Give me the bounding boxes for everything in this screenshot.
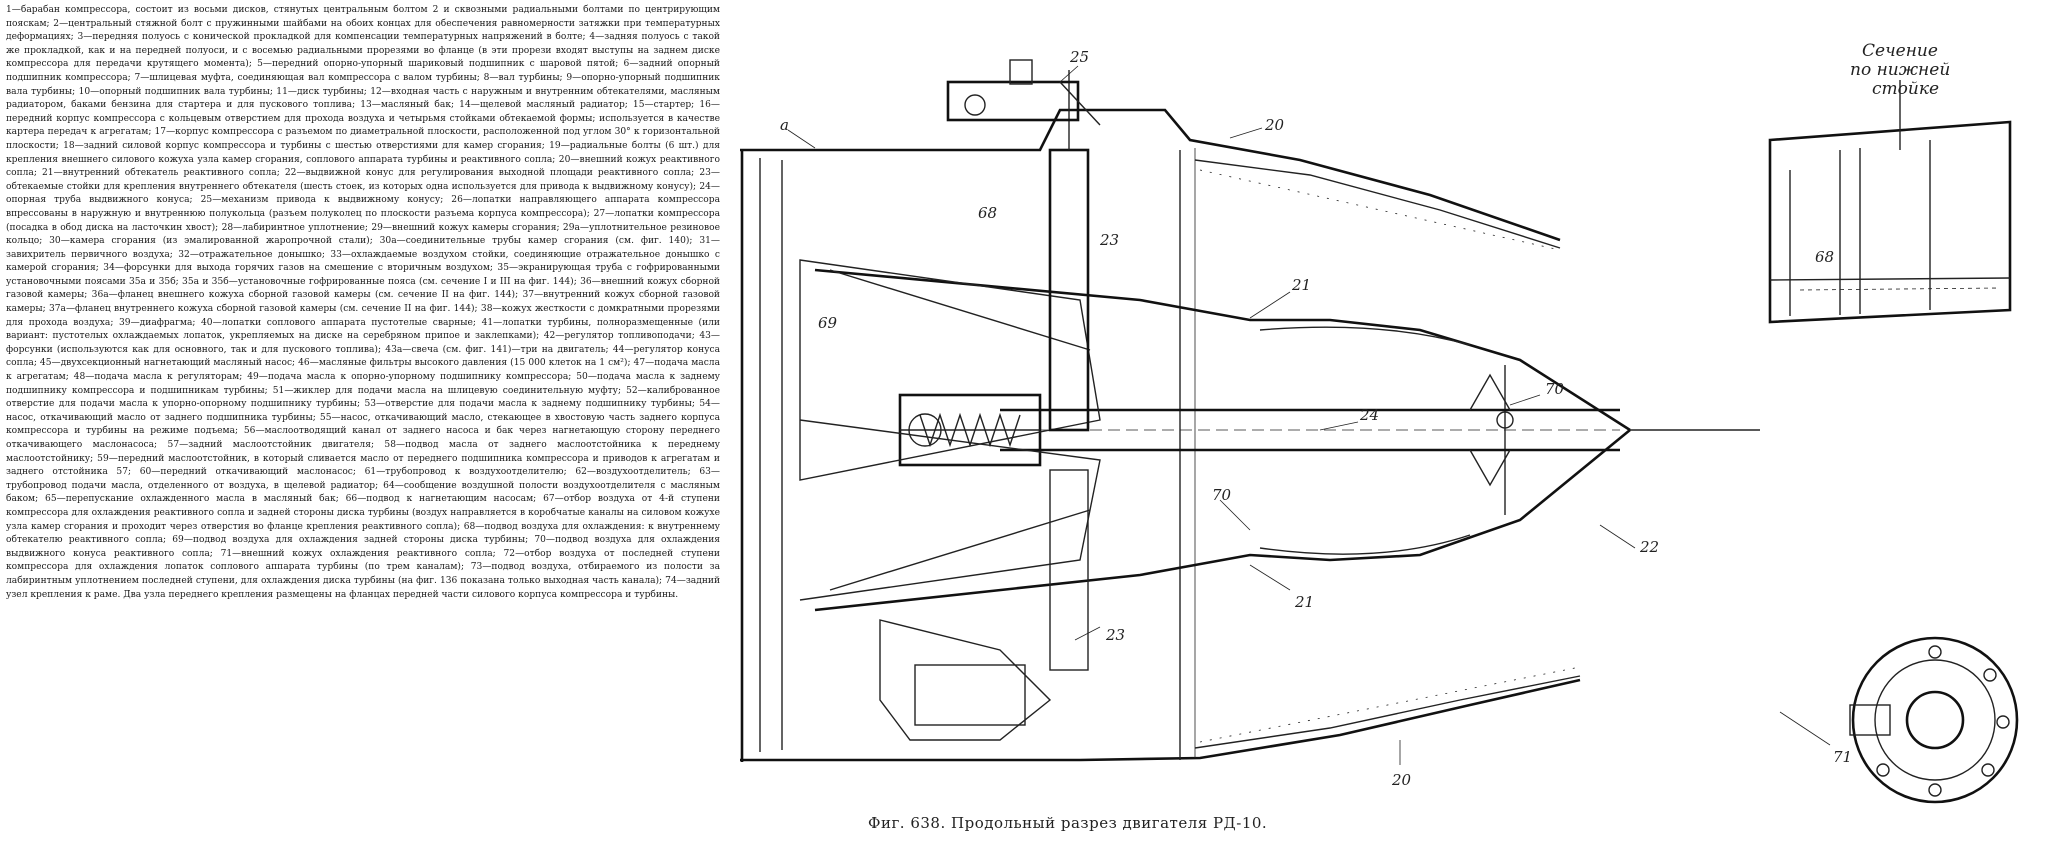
callout-21-bot: 21 [1294,593,1314,611]
callout-a: a [780,116,789,134]
callout-20-top: 20 [1264,116,1285,134]
callout-70-bot: 70 [1212,486,1232,504]
engine-section-drawing: Сечение по нижней стойке a 25 20 68 23 2… [740,41,2019,832]
leader-lines [787,65,1831,765]
callout-22: 22 [1639,538,1659,556]
turbine-shaft [898,393,1042,467]
callout-23-bot: 23 [1105,626,1125,644]
drive-mechanism [946,59,1101,126]
svg-text:Сечение: Сечение [1862,41,1938,61]
outer-casing [740,108,1581,762]
section-inset [1768,80,2012,324]
callout-68-section: 68 [1815,248,1834,266]
callout-69: 69 [818,314,838,332]
svg-text:стойке: стойке [1872,79,1939,99]
flange-bolts [1876,645,2010,797]
section-title: Сечение по нижней стойке [1850,41,1950,99]
callout-71: 71 [1833,748,1852,766]
rivet-row-top [1199,169,1561,251]
shaft-spring [919,412,1021,448]
figure-caption: Фиг. 638. Продольный разрез двигателя РД… [868,814,1267,832]
lower-mount [879,619,1052,741]
flange-detail [1849,636,2019,804]
combustion-chamber [799,259,1101,601]
inner-fairing [814,268,1760,612]
rivet-row-bottom [1199,667,1576,743]
legend-text: 1—барабан компрессора, состоит из восьми… [6,5,720,600]
cone-support-tube [1000,408,1620,452]
callout-25: 25 [1069,48,1089,66]
strut-top [1048,70,1090,432]
strut-bottom [1049,469,1089,671]
cone-brackets [1469,373,1511,487]
callout-23-top: 23 [1099,231,1119,249]
svg-text:по нижней: по нижней [1850,60,1950,80]
callout-21-top: 21 [1291,276,1311,294]
callout-70-top: 70 [1545,380,1565,398]
callout-68-main: 68 [978,204,997,222]
callout-20-bot: 20 [1391,771,1412,789]
callout-24: 24 [1359,406,1379,424]
